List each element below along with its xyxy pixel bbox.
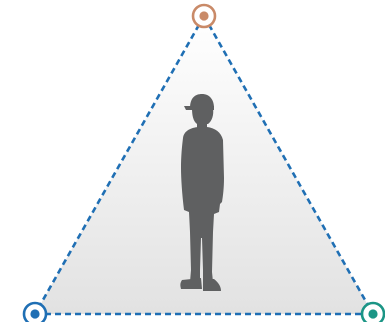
bottom-right-node-marker [360,301,385,322]
triangle-edges [33,15,375,316]
bottom-left-node-marker [22,301,48,322]
top-node-marker [191,3,217,29]
edge-right [202,15,375,315]
edge-left [33,15,206,315]
person-silhouette-icon [180,94,224,291]
